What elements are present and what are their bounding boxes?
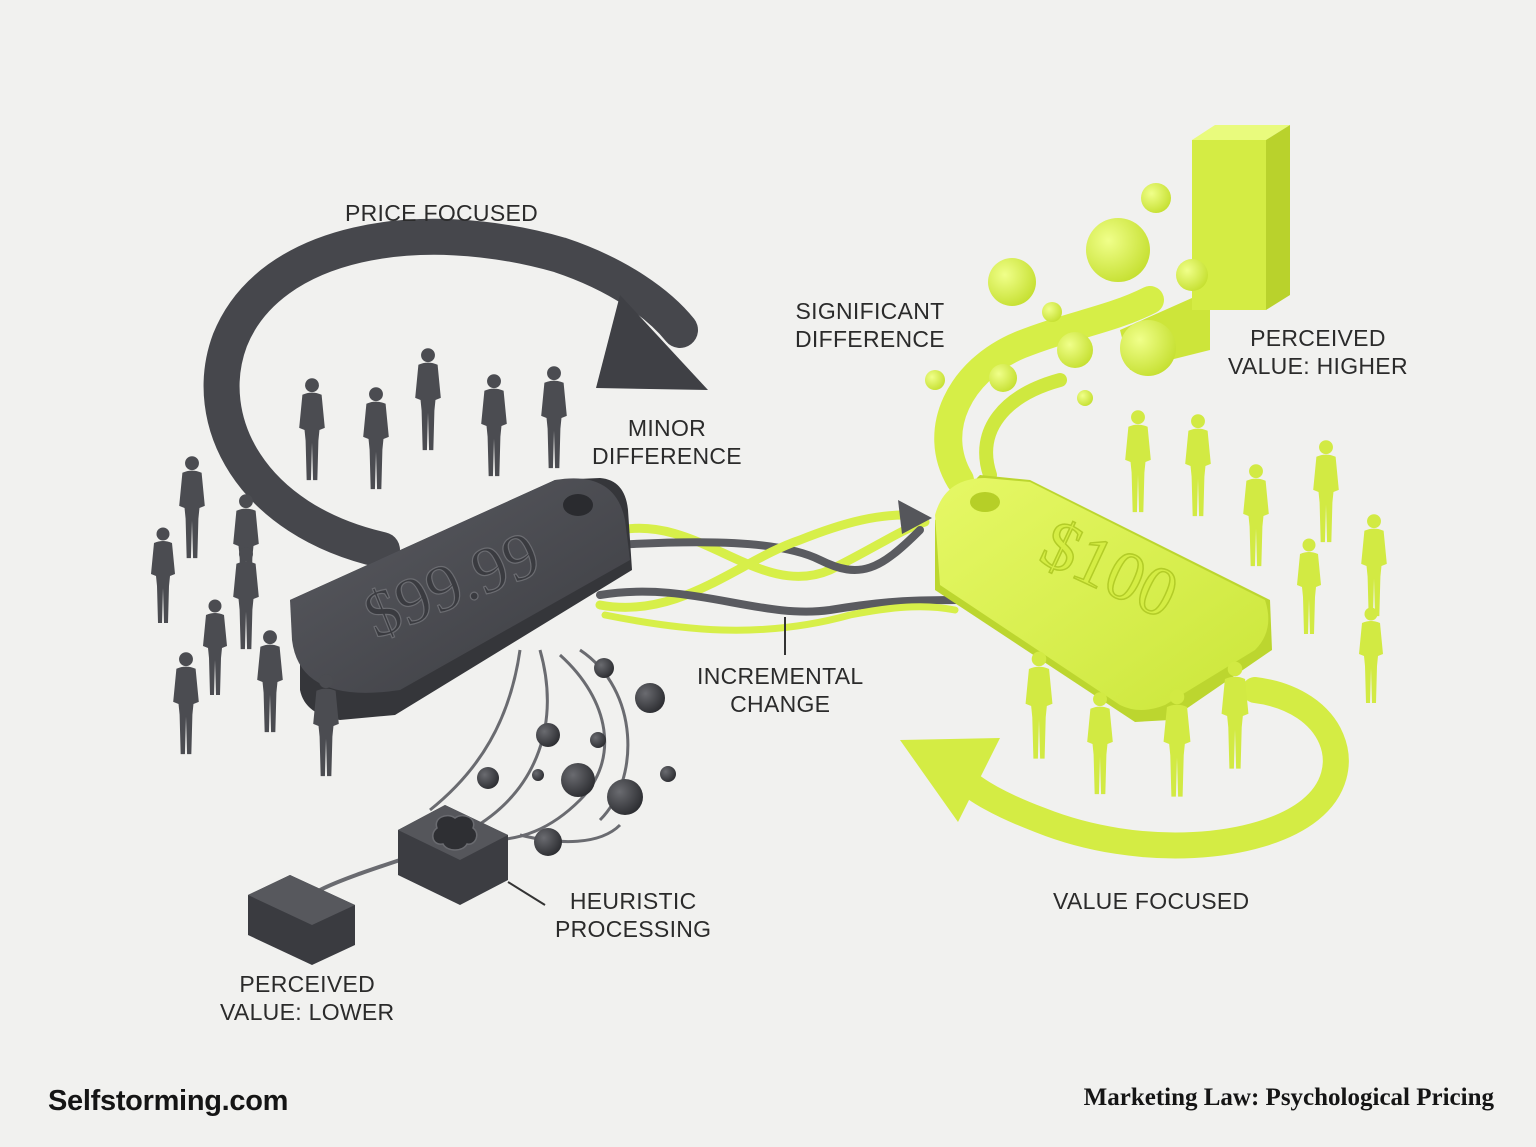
perceived-value-lower-label: PERCEIVED VALUE: LOWER	[220, 971, 395, 1025]
incremental-strands	[595, 500, 964, 634]
price-focused-arrow	[203, 218, 708, 568]
value-cluster-top	[925, 125, 1290, 494]
brain-icon	[432, 814, 478, 851]
perceived-value-higher-label: PERCEIVED VALUE: HIGHER	[1228, 325, 1408, 379]
heuristic-processing-label: HEURISTIC PROCESSING	[555, 888, 712, 942]
footer-title: Marketing Law: Psychological Pricing	[1083, 1084, 1494, 1111]
minor-difference-label: MINOR DIFFERENCE	[592, 415, 742, 469]
incremental-change-label: INCREMENTAL CHANGE	[697, 663, 864, 717]
value-focused-arrow	[900, 677, 1349, 859]
brand-name: Selfstorming.com	[48, 1085, 289, 1117]
price-focused-label: PRICE FOCUSED	[345, 200, 539, 226]
tag-99-99: $99.99	[290, 478, 632, 720]
tag-100: $100	[935, 475, 1272, 722]
heuristic-network	[248, 648, 676, 965]
value-focused-label: VALUE FOCUSED	[1053, 888, 1250, 914]
significant-difference-label: SIGNIFICANT DIFFERENCE	[795, 298, 945, 352]
heuristic-leader	[507, 881, 546, 906]
